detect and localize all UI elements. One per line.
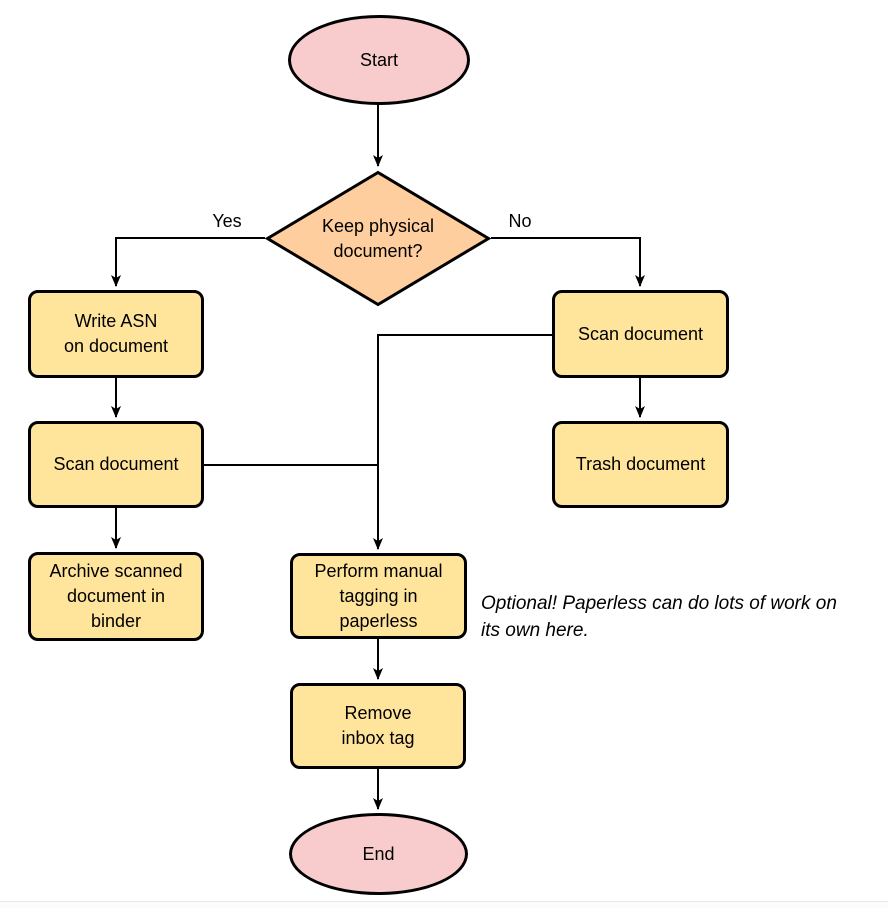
trash-document-node: Trash document [552,421,729,508]
scan-document-left-node: Scan document [28,421,204,508]
no-edge-label: No [508,211,532,231]
edge-decision-yes [111,237,265,287]
start-label: Start [359,49,398,70]
end-label: End [362,843,395,864]
edge-scanright-to-tagging [373,334,552,550]
diamond-shape-icon [265,170,491,307]
archive-node: Archive scanned document in binder [28,552,204,641]
bottom-divider [0,901,888,908]
start-node: Start [288,15,470,105]
remove-inbox-tag-node: Remove inbox tag [290,683,466,769]
optional-annotation: Optional! Paperless can do lots of work … [481,593,837,641]
archive-label: Archive scanned document in binder [49,561,183,631]
yes-edge-label: Yes [212,211,242,231]
scan-document-right-label: Scan document [577,323,704,344]
scan-document-left-label: Scan document [53,454,179,474]
scan-document-right-node: Scan document [552,290,729,378]
write-asn-label: Write ASN on document [63,311,169,356]
end-node: End [289,813,468,895]
trash-document-label: Trash document [575,454,706,474]
manual-tagging-label: Perform manual tagging in paperless [314,560,443,631]
decision-node: Keep physical document? [265,170,491,307]
write-asn-node: Write ASN on document [28,290,204,378]
edge-decision-no [491,237,645,287]
decision-label: Keep physical document? [321,215,435,261]
remove-inbox-tag-label: Remove inbox tag [341,703,415,748]
manual-tagging-node: Perform manual tagging in paperless [290,553,467,639]
